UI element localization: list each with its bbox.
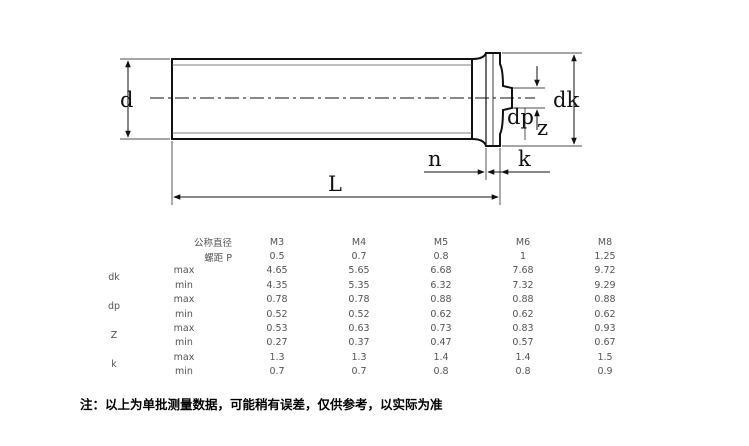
param-label: k <box>111 358 117 370</box>
value-cell: 0.7 <box>269 366 285 378</box>
table-row: k max 1.3 1.3 1.4 1.4 1.5 <box>96 350 646 370</box>
table-header-row: 公称直径 M3 M4 M5 M6 M8 <box>96 235 646 250</box>
limit-label: max <box>173 351 195 363</box>
value-cell: 0.78 <box>266 294 288 306</box>
value-cell: 0.62 <box>430 308 452 320</box>
limit-label: min <box>175 308 193 320</box>
value-cell: 0.47 <box>430 337 452 349</box>
value-cell: 7.32 <box>512 279 534 291</box>
dimension-k <box>499 148 550 180</box>
stud-body <box>150 58 535 140</box>
value-cell: 7.68 <box>512 265 534 277</box>
param-label: dk <box>108 272 120 284</box>
value-cell: 9.72 <box>594 265 616 277</box>
label-d: d <box>120 88 133 112</box>
label-dk: dk <box>553 88 579 112</box>
value-cell: 1.3 <box>269 351 285 363</box>
label-z: Z <box>537 116 548 140</box>
pitch-cell: 0.7 <box>351 251 367 263</box>
value-cell: 4.35 <box>266 279 288 291</box>
value-cell: 1.4 <box>515 351 531 363</box>
table-pitch-row: 螺距 P 0.5 0.7 0.8 1 1.25 <box>96 249 646 264</box>
value-cell: 0.93 <box>594 323 616 335</box>
value-cell: 9.29 <box>594 279 616 291</box>
value-cell: 5.35 <box>348 279 370 291</box>
value-cell: 0.7 <box>351 366 367 378</box>
limit-label: min <box>175 279 193 291</box>
value-cell: 0.53 <box>266 323 288 335</box>
value-cell: 0.88 <box>430 294 452 306</box>
value-cell: 0.88 <box>512 294 534 306</box>
value-cell: 0.83 <box>512 323 534 335</box>
size-cell: M4 <box>351 236 367 248</box>
value-cell: 1.5 <box>597 351 613 363</box>
table-row: dp max 0.78 0.78 0.88 0.88 0.88 <box>96 293 646 312</box>
pitch-cell: 0.5 <box>269 251 285 263</box>
table-row: min 0.52 0.52 0.62 0.62 0.62 <box>96 307 646 321</box>
dimension-dk <box>502 52 582 147</box>
table-row: min 0.27 0.37 0.47 0.57 0.67 <box>96 336 646 350</box>
stud-technical-drawing: d dk dp Z n k L <box>120 52 582 205</box>
pitch-cell: 1 <box>519 251 527 263</box>
limit-label: max <box>173 265 195 277</box>
limit-label: max <box>173 294 195 306</box>
size-cell: M3 <box>269 236 285 248</box>
spec-table: 公称直径 M3 M4 M5 M6 M8 螺距 P 0.5 0.7 0.8 1 1… <box>96 235 646 379</box>
value-cell: 0.67 <box>594 337 616 349</box>
value-cell: 4.65 <box>266 265 288 277</box>
header-size-label: 公称直径 <box>193 238 232 250</box>
header-pitch-label: 螺距 P <box>204 252 232 264</box>
dimension-d <box>120 58 170 140</box>
value-cell: 6.68 <box>430 265 452 277</box>
value-cell: 5.65 <box>348 265 370 277</box>
value-cell: 0.78 <box>348 294 370 306</box>
label-l: L <box>328 172 342 196</box>
param-label: Z <box>110 330 118 342</box>
size-cell: M5 <box>433 236 449 248</box>
value-cell: 0.62 <box>594 308 616 320</box>
value-cell: 0.37 <box>348 337 370 349</box>
value-cell: 0.52 <box>348 308 370 320</box>
value-cell: 0.63 <box>348 323 370 335</box>
label-dp: dp <box>507 105 534 129</box>
value-cell: 0.88 <box>594 294 616 306</box>
param-label: dp <box>107 301 121 313</box>
weld-head <box>471 52 513 147</box>
limit-label: min <box>175 366 193 378</box>
size-cell: M6 <box>515 236 531 248</box>
table-row: dk max 4.65 5.65 6.68 7.68 9.72 <box>96 264 646 283</box>
value-cell: 0.57 <box>512 337 534 349</box>
table-row: min 4.35 5.35 6.32 7.32 9.29 <box>96 278 646 292</box>
label-k: k <box>518 147 531 171</box>
value-cell: 0.27 <box>266 337 288 349</box>
value-cell: 0.8 <box>515 366 531 378</box>
value-cell: 0.73 <box>430 323 452 335</box>
dimension-l <box>171 141 501 205</box>
dimension-dp <box>512 66 545 130</box>
pitch-cell: 0.8 <box>433 251 449 263</box>
disclaimer-note: 注：以上为单批测量数据，可能稍有误差，仅供参考，以实际为准 <box>80 397 443 412</box>
pitch-cell: 1.25 <box>594 251 616 263</box>
limit-label: min <box>175 337 193 349</box>
limit-label: max <box>173 323 195 335</box>
value-cell: 6.32 <box>430 279 452 291</box>
value-cell: 0.52 <box>266 308 288 320</box>
value-cell: 0.62 <box>512 308 534 320</box>
table-row: min 0.7 0.7 0.8 0.8 0.9 <box>96 365 646 379</box>
size-cell: M8 <box>597 236 613 248</box>
value-cell: 1.3 <box>351 351 367 363</box>
value-cell: 1.4 <box>433 351 449 363</box>
value-cell: 0.8 <box>433 366 449 378</box>
label-n: n <box>428 147 442 171</box>
value-cell: 0.9 <box>597 366 613 378</box>
